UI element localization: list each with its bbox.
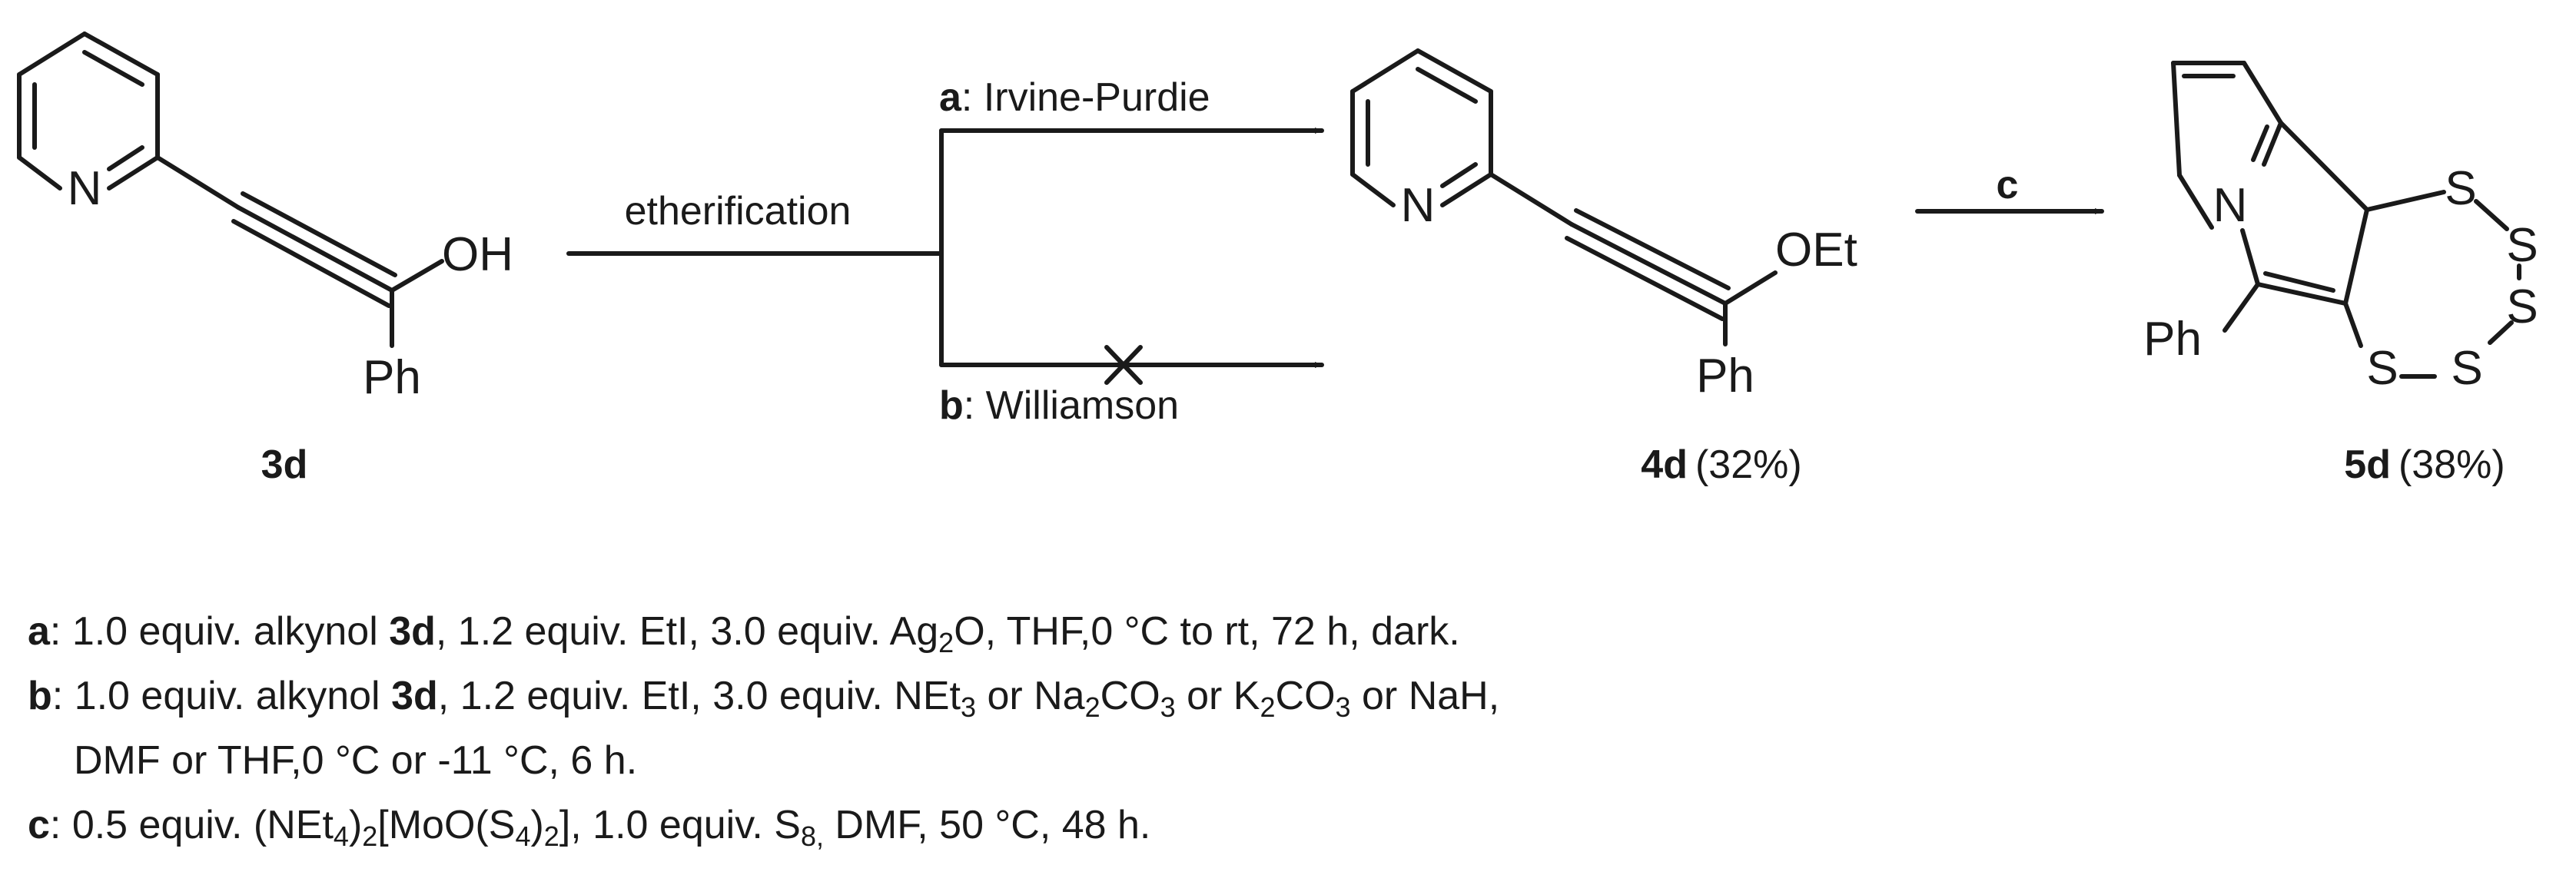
nitrogen-atom-3d: N bbox=[68, 162, 102, 215]
route-b-name: : Williamson bbox=[964, 383, 1179, 428]
condition-text: O, THF,0 °C to rt, 72 h, dark. bbox=[954, 609, 1460, 654]
reaction-conditions: a: 1.0 equiv. alkynol 3d, 1.2 equiv. EtI… bbox=[28, 599, 1499, 857]
subscript: 3 bbox=[1160, 691, 1176, 723]
subscript: 2 bbox=[1084, 691, 1100, 723]
condition-text: CO bbox=[1275, 674, 1336, 718]
condition-a: a: 1.0 equiv. alkynol 3d, 1.2 equiv. EtI… bbox=[28, 599, 1499, 664]
sulfur-atom-2: S bbox=[2506, 219, 2538, 272]
nitrogen-atom-4d: N bbox=[1401, 179, 1436, 232]
compound-5d-structure: N S S S S S Ph 5d(38%) bbox=[2143, 61, 2538, 487]
route-b-key: b bbox=[939, 383, 964, 428]
phenyl-group-5d: Ph bbox=[2143, 313, 2202, 366]
condition-text: or K bbox=[1175, 674, 1260, 718]
compound-4d-structure: N OEt Ph 4d(32%) bbox=[1350, 48, 1857, 487]
compound-label-5d: 5d(38%) bbox=[2344, 442, 2505, 487]
condition-text: : 0.5 equiv. (NEt bbox=[49, 803, 334, 847]
condition-c: c: 0.5 equiv. (NEt4)2[MoO(S4)2], 1.0 equ… bbox=[28, 793, 1499, 857]
reaction-scheme: N OH Ph 3d etherification a: Irvine-Purd… bbox=[17, 31, 2538, 487]
compound-label-3d: 3d bbox=[261, 442, 308, 487]
compound-ref: 3d bbox=[391, 674, 438, 718]
compound-3d-structure: N OH Ph 3d bbox=[17, 31, 513, 487]
condition-text: , 1.2 equiv. EtI, 3.0 equiv. Ag bbox=[435, 609, 939, 654]
condition-b: b: 1.0 equiv. alkynol 3d, 1.2 equiv. EtI… bbox=[28, 664, 1499, 728]
etherification-label: etherification bbox=[625, 189, 851, 234]
condition-text: CO bbox=[1100, 674, 1160, 718]
condition-b-continued: DMF or THF,0 °C or -11 °C, 6 h. bbox=[74, 738, 638, 783]
route-a-name: : Irvine-Purdie bbox=[961, 75, 1210, 120]
condition-text: or NaH, bbox=[1350, 674, 1500, 718]
hydroxyl-group-3d: OH bbox=[442, 228, 513, 281]
condition-text: ) bbox=[530, 803, 544, 847]
condition-b-key: b bbox=[28, 674, 52, 718]
compound-id-5d: 5d bbox=[2344, 442, 2391, 487]
condition-text: : 1.0 equiv. alkynol bbox=[51, 674, 392, 718]
condition-text: DMF, 50 °C, 48 h. bbox=[823, 803, 1151, 847]
condition-text: : 1.0 equiv. alkynol bbox=[49, 609, 390, 654]
condition-text: , 1.2 equiv. EtI, 3.0 equiv. NEt bbox=[437, 674, 961, 718]
route-a-key: a bbox=[939, 75, 962, 120]
nitrogen-atom-5d: N bbox=[2213, 179, 2248, 232]
pyridine-ring-4d bbox=[1350, 48, 1493, 207]
yield-4d: (32%) bbox=[1695, 442, 1802, 487]
route-a-label: a: Irvine-Purdie bbox=[939, 75, 1210, 120]
etherification-branch bbox=[566, 128, 1324, 385]
condition-a-key: a bbox=[28, 609, 50, 654]
subscript: 2 bbox=[543, 820, 559, 852]
subscript: 2 bbox=[362, 820, 378, 852]
indolizine-core-5d bbox=[2171, 61, 2446, 348]
sulfur-atom-1: S bbox=[2445, 162, 2476, 215]
yield-5d: (38%) bbox=[2398, 442, 2505, 487]
alkyne-4d bbox=[1489, 172, 1778, 346]
condition-text: ) bbox=[348, 803, 363, 847]
condition-text: [MoO(S bbox=[377, 803, 516, 847]
subscript: 4 bbox=[515, 820, 531, 852]
tetrasulfide-ring-5d bbox=[2399, 199, 2521, 379]
condition-c-key: c bbox=[28, 803, 50, 847]
sulfur-atom-5: S bbox=[2451, 342, 2482, 395]
subscript: 2 bbox=[938, 627, 954, 658]
ethoxy-group-4d: OEt bbox=[1775, 224, 1857, 277]
sulfur-atom-3: S bbox=[2506, 280, 2538, 333]
blocked-cross bbox=[1104, 345, 1143, 385]
alkyne-3d bbox=[155, 155, 444, 348]
subscript: 8, bbox=[800, 820, 824, 852]
phenyl-group-4d: Ph bbox=[1696, 350, 1754, 403]
condition-text: ], 1.0 equiv. S bbox=[559, 803, 801, 847]
compound-id-4d: 4d bbox=[1641, 442, 1688, 487]
pyridine-ring-3d bbox=[17, 31, 160, 191]
route-b-label: b: Williamson bbox=[939, 383, 1179, 428]
subscript: 3 bbox=[1335, 691, 1351, 723]
compound-label-4d: 4d(32%) bbox=[1641, 442, 1801, 487]
phenyl-group-3d: Ph bbox=[363, 351, 421, 404]
arrow-c-label: c bbox=[1997, 163, 2019, 207]
condition-text: or Na bbox=[976, 674, 1085, 718]
subscript: 4 bbox=[333, 820, 349, 852]
compound-ref: 3d bbox=[389, 609, 436, 654]
subscript: 2 bbox=[1260, 691, 1276, 723]
subscript: 3 bbox=[960, 691, 976, 723]
sulfur-atom-4: S bbox=[2366, 342, 2398, 395]
